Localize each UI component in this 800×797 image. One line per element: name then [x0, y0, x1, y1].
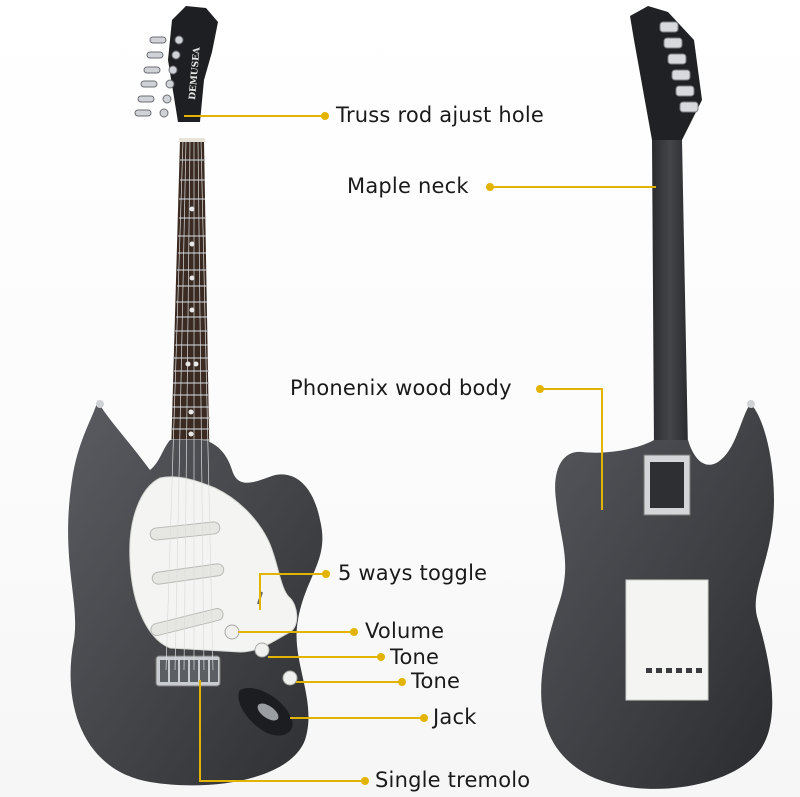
- label-truss-rod: Truss rod ajust hole: [336, 103, 545, 127]
- front-tuners: [134, 35, 184, 118]
- label-volume: Volume: [365, 619, 445, 643]
- fret-markers: [185, 206, 199, 437]
- string-ferrules: [646, 668, 702, 673]
- callout-line-body: [540, 388, 603, 510]
- callout-line-tremolo: [199, 680, 365, 782]
- front-headstock: [168, 6, 218, 122]
- front-guitar: DEMUSEA: [68, 6, 323, 786]
- strap-button-front: [96, 400, 104, 408]
- back-tuners: [659, 21, 699, 113]
- control-knobs: [224, 624, 298, 686]
- label-toggle: 5 ways toggle: [338, 561, 488, 585]
- label-tone-2: Tone: [411, 669, 461, 693]
- tremolo-bridge: [155, 655, 221, 687]
- strings: [165, 139, 214, 671]
- label-tone-1: Tone: [390, 645, 440, 669]
- label-body-wood: Phonenix wood body: [290, 376, 512, 400]
- back-cover-plate: [625, 579, 709, 701]
- headstock-brand-text: DEMUSEA: [188, 46, 203, 101]
- back-neck: [652, 140, 688, 450]
- callout-lines: [184, 115, 656, 782]
- label-tremolo: Single tremolo: [375, 768, 531, 792]
- strap-button-back: [747, 400, 755, 408]
- callout-dots: [321, 112, 544, 785]
- callout-line-toggle: [259, 573, 326, 610]
- label-jack: Jack: [433, 705, 477, 729]
- label-maple-neck: Maple neck: [347, 174, 469, 198]
- front-fretboard: [170, 140, 210, 490]
- nut: [179, 138, 205, 142]
- back-guitar: [541, 6, 774, 789]
